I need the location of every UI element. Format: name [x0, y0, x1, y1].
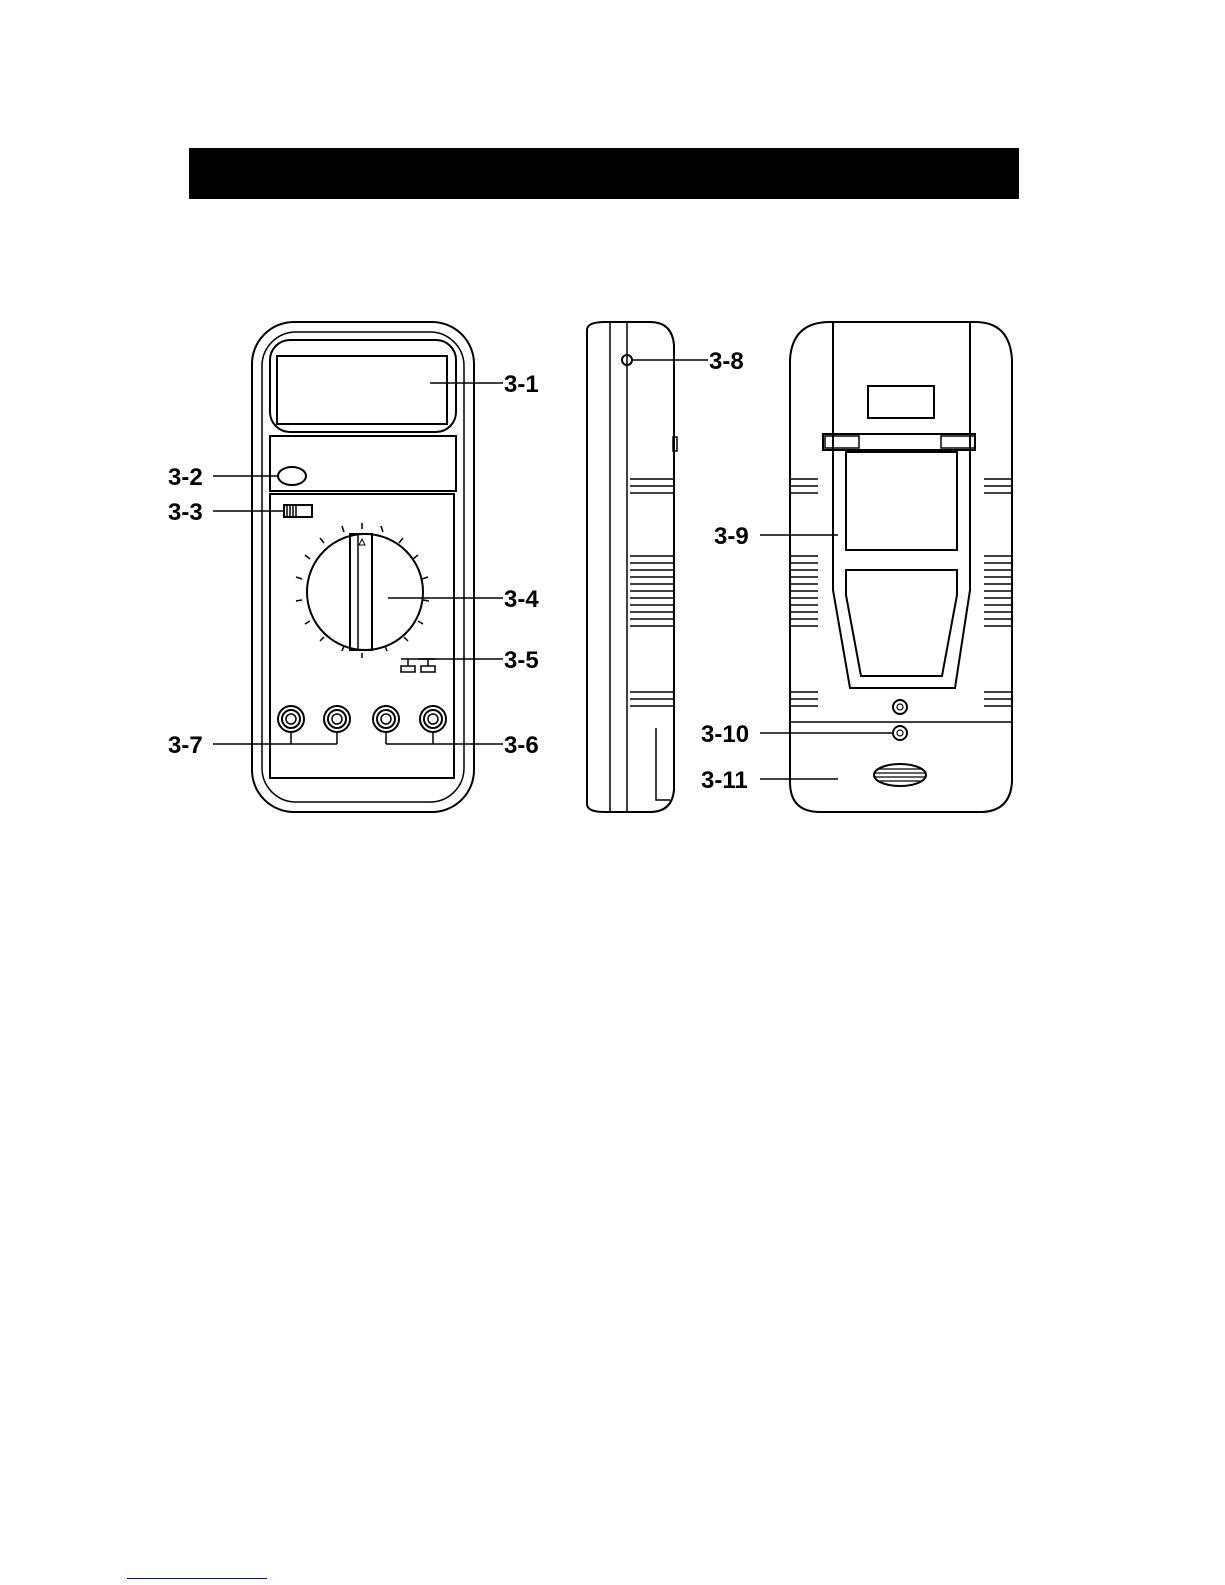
- battery-screw: [897, 730, 903, 736]
- back-leader-lines: [760, 535, 893, 779]
- callout-display: 3-1: [504, 371, 539, 398]
- callout-slide-switch: 3-3: [168, 499, 203, 526]
- footer-link-underline[interactable]: [127, 1578, 267, 1579]
- back-case-outline: [790, 322, 1012, 812]
- display-bezel: [270, 340, 456, 432]
- speaker-slots: [875, 769, 925, 781]
- lcd-display: [277, 356, 447, 424]
- main-panel: [270, 494, 454, 778]
- back-label-plate: [868, 386, 934, 418]
- callout-button: 3-2: [168, 464, 203, 491]
- stand-upper-window: [846, 452, 957, 550]
- callout-screw: 3-10: [701, 721, 749, 748]
- input-terminal: [278, 706, 304, 732]
- callout-capacitor-socket: 3-5: [504, 647, 539, 674]
- callout-input-terminals-left: 3-7: [168, 732, 203, 759]
- slide-switch: [284, 505, 312, 517]
- front-case-outer: [252, 322, 474, 812]
- front-view: [252, 322, 474, 812]
- speaker-grille: [874, 764, 926, 786]
- stand-lower-window: [846, 570, 957, 676]
- back-screw: [893, 700, 907, 714]
- input-terminal: [373, 706, 399, 732]
- battery-screw: [893, 726, 907, 740]
- input-terminal: [324, 706, 350, 732]
- callout-side-jack: 3-8: [709, 348, 744, 375]
- side-view: [587, 322, 677, 812]
- side-grip-ridges: [630, 479, 674, 706]
- side-battery-slot: [656, 728, 670, 800]
- rotary-knob-bar: [350, 534, 372, 650]
- callout-input-terminals-right: 3-6: [504, 732, 539, 759]
- back-grip-ridges-right: [984, 479, 1012, 706]
- callout-battery-cover: 3-11: [701, 767, 748, 794]
- dial-ticks: [296, 523, 429, 658]
- back-screw: [897, 704, 903, 710]
- back-grip-ridges-left: [790, 479, 818, 706]
- input-terminal: [420, 706, 446, 732]
- slide-switch-grip: [287, 505, 296, 517]
- callout-stand: 3-9: [714, 523, 749, 550]
- delta-triangle-icon: [359, 539, 365, 545]
- side-case-outline: [587, 322, 674, 812]
- button-panel: [270, 436, 456, 491]
- capacitor-socket: [401, 659, 435, 672]
- hinge-tab: [825, 436, 859, 448]
- front-button: [278, 467, 306, 485]
- callout-rotary-switch: 3-4: [504, 586, 539, 613]
- back-view: [790, 322, 1012, 812]
- rotary-dial: [307, 534, 423, 650]
